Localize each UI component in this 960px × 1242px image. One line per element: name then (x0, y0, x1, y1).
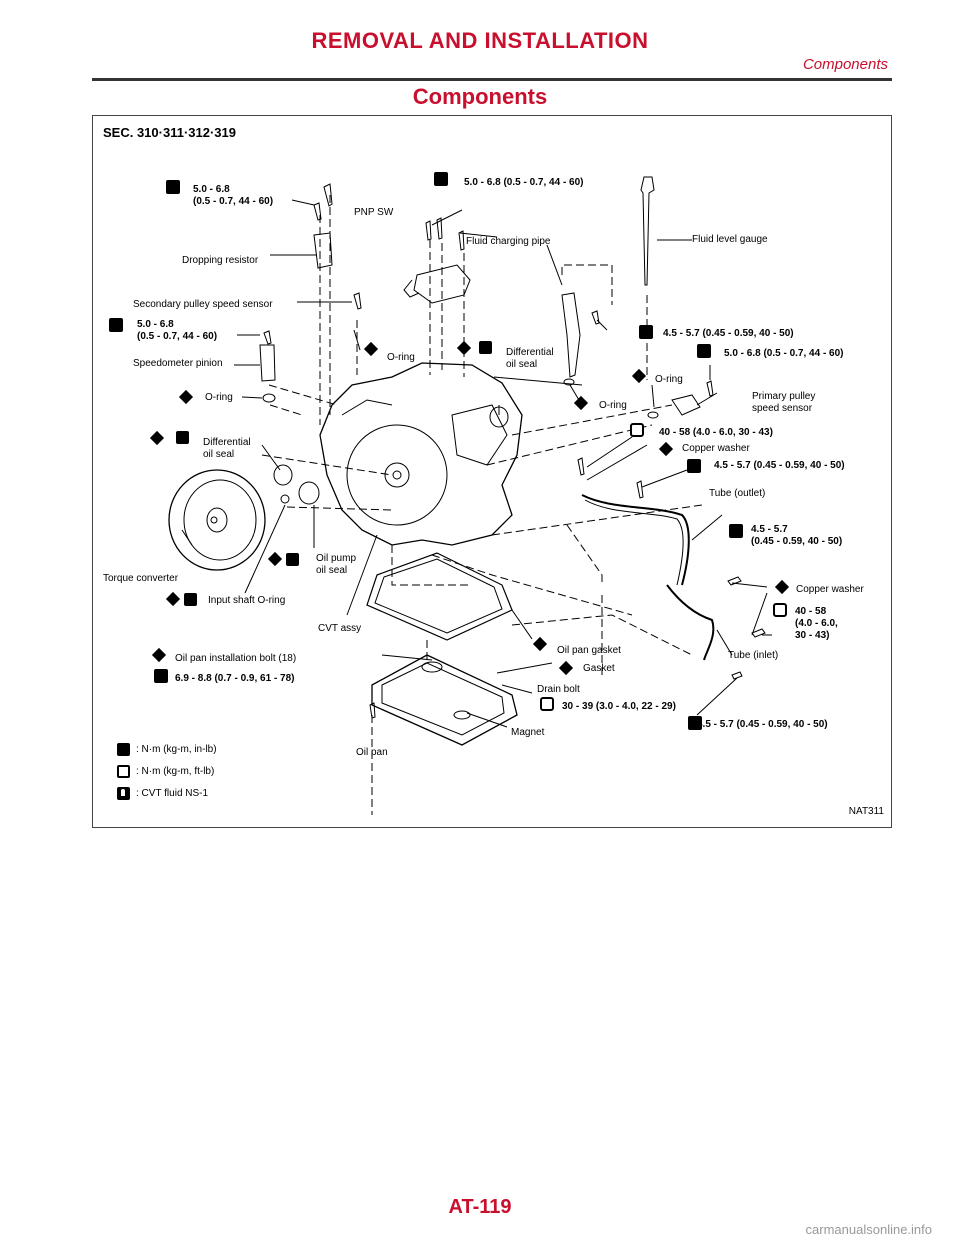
label-drain-bolt: Drain bolt (537, 684, 580, 695)
diagram-frame (92, 115, 892, 828)
primary-pulley-sensor-shape (671, 394, 701, 416)
figure-id: NAT311 (848, 806, 884, 817)
label-input-shaft-oring: Input shaft O-ring (208, 595, 286, 606)
oil-pan-gasket-shape (366, 552, 513, 641)
label-torque-right-2: 5.0 - 6.8 (0.5 - 0.7, 44 - 60) (724, 348, 844, 359)
label-magnet: Magnet (511, 727, 545, 738)
cvt-fluid-icon (176, 341, 492, 606)
label-oring-4: O-ring (599, 400, 627, 411)
label-torque-right-4: 4.5 - 5.7 (0.45 - 0.59, 40 - 50) (714, 460, 845, 471)
section-code: SEC. 310·311·312·319 (103, 125, 236, 140)
legend-item-torque-ftlb: : N·m (kg-m, ft-lb) (117, 765, 214, 778)
label-primary-pulley-sensor: Primary pulley speed sensor (752, 391, 816, 414)
label-tube-inlet: Tube (inlet) (728, 650, 779, 661)
fluid-charging-pipe-shape (561, 292, 581, 378)
dropping-resistor-shape (313, 232, 333, 269)
oil-pump-seal-shape (298, 481, 320, 505)
label-differential-oil-seal-2: Differential oil seal (203, 437, 251, 460)
leader-lines (181, 199, 772, 728)
label-torque-bottom-left: 6.9 - 8.8 (0.7 - 0.9, 61 - 78) (175, 673, 295, 684)
label-oil-pan: Oil pan (356, 747, 388, 758)
label-pnp-sw: PNP SW (354, 207, 394, 218)
page-number: AT-119 (448, 1196, 512, 1218)
replace-part-icon (149, 340, 790, 676)
header-title: REMOVAL AND INSTALLATION (311, 28, 649, 53)
torque-wrench-icon (109, 172, 743, 730)
fluid-level-gauge-shape (640, 176, 655, 286)
label-oring-3: O-ring (205, 392, 233, 403)
label-oil-pan-bolt: Oil pan installation bolt (18) (175, 653, 297, 664)
watermark: carmanualsonline.info (805, 1222, 932, 1237)
label-oring-1: O-ring (387, 352, 415, 363)
header-divider (92, 78, 892, 81)
speedometer-pinion-shape (259, 344, 276, 382)
torque-wrench-outline-icon (117, 765, 130, 778)
label-oil-pan-gasket: Oil pan gasket (557, 645, 621, 656)
exploded-view-drawing (109, 172, 790, 815)
label-tube-outlet: Tube (outlet) (709, 488, 766, 499)
label-fluid-charging-pipe: Fluid charging pipe (466, 236, 551, 247)
label-differential-oil-seal-1: Differential oil seal (506, 347, 554, 370)
label-torque-converter: Torque converter (103, 573, 179, 584)
legend-item-cvt-fluid: : CVT fluid NS-1 (117, 787, 208, 800)
label-cvt-assy: CVT assy (318, 623, 362, 634)
cvt-bellhousing (346, 424, 448, 526)
torque-wrench-outline-icon (540, 423, 787, 711)
differential-oil-seal-left-shape (273, 464, 293, 486)
label-torque-left-mid: 5.0 - 6.8 (0.5 - 0.7, 44 - 60) (137, 319, 218, 342)
legend-text: : N·m (kg-m, ft-lb) (136, 766, 215, 777)
bolt-shapes (263, 183, 766, 719)
label-gasket: Gasket (583, 663, 615, 674)
label-torque-top-center: 5.0 - 6.8 (0.5 - 0.7, 44 - 60) (464, 177, 584, 188)
page-title: Components (412, 84, 548, 109)
legend-text: : N·m (kg-m, in-lb) (136, 744, 217, 755)
label-oring-2: O-ring (655, 374, 683, 385)
label-torque-drain: 30 - 39 (3.0 - 4.0, 22 - 29) (562, 701, 676, 712)
label-torque-right-5: 4.5 - 5.7 (0.45 - 0.59, 40 - 50) (751, 524, 843, 547)
cvt-fluid-icon (117, 787, 130, 800)
torque-converter-shape (168, 469, 266, 571)
label-copper-washer-2: Copper washer (796, 584, 864, 595)
label-torque-right-1: 4.5 - 5.7 (0.45 - 0.59, 40 - 50) (663, 328, 794, 339)
label-copper-washer-1: Copper washer (682, 443, 750, 454)
cvt-case-outline (319, 362, 523, 546)
tube-outlet-shape (581, 494, 690, 586)
header-subtitle: Components (802, 56, 888, 73)
torque-wrench-icon (117, 743, 130, 756)
label-fluid-level-gauge: Fluid level gauge (692, 234, 768, 245)
label-torque-right-7: 4.5 - 5.7 (0.45 - 0.59, 40 - 50) (697, 719, 828, 730)
label-speedometer-pinion: Speedometer pinion (133, 358, 223, 369)
legend-item-torque-inlb: : N·m (kg-m, in-lb) (117, 743, 217, 756)
label-torque-top-left: 5.0 - 6.8 (0.5 - 0.7, 44 - 60) (193, 184, 274, 207)
label-dropping-resistor: Dropping resistor (182, 255, 259, 266)
label-torque-right-6: 40 - 58 (4.0 - 6.0, 30 - 43) (795, 606, 838, 641)
label-secondary-pulley-sensor: Secondary pulley speed sensor (133, 299, 273, 310)
label-torque-right-3: 40 - 58 (4.0 - 6.0, 30 - 43) (659, 427, 773, 438)
legend-text: : CVT fluid NS-1 (136, 788, 209, 799)
tube-inlet-shape (666, 584, 715, 661)
label-oil-pump-oil-seal: Oil pump oil seal (316, 553, 357, 576)
oil-pan-shape (371, 654, 518, 746)
assembly-dash-lines (261, 195, 703, 815)
